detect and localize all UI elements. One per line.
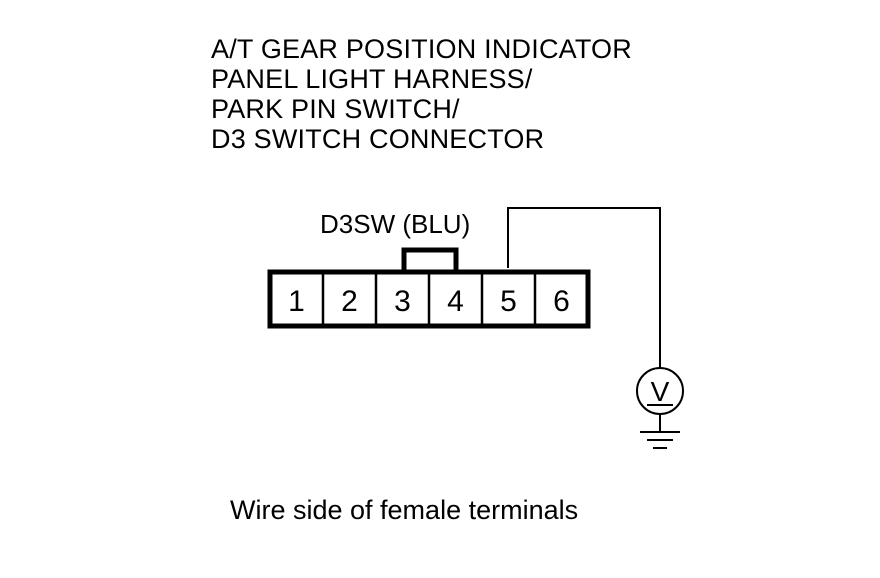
- terminal-4: 4: [447, 285, 464, 318]
- caption: Wire side of female terminals: [230, 495, 579, 525]
- title-line-3: PARK PIN SWITCH/: [211, 94, 460, 124]
- connector-label: D3SW (BLU): [320, 209, 470, 239]
- terminal-5: 5: [500, 285, 517, 318]
- terminal-3: 3: [394, 285, 411, 318]
- connector-latch: [401, 247, 459, 272]
- title-line-2: PANEL LIGHT HARNESS/: [211, 64, 533, 94]
- voltmeter-icon: V: [636, 367, 684, 415]
- meter-symbol: V: [651, 376, 670, 407]
- terminal-dividers: [321, 272, 537, 326]
- probe-wire: [507, 207, 661, 368]
- title-line-1: A/T GEAR POSITION INDICATOR: [211, 34, 632, 64]
- title-line-4: D3 SWITCH CONNECTOR: [211, 124, 545, 154]
- diagram-title: A/T GEAR POSITION INDICATOR PANEL LIGHT …: [211, 34, 632, 154]
- terminal-6: 6: [553, 285, 570, 318]
- ground-icon: [640, 431, 680, 449]
- terminal-2: 2: [341, 285, 358, 318]
- terminal-1: 1: [288, 285, 305, 318]
